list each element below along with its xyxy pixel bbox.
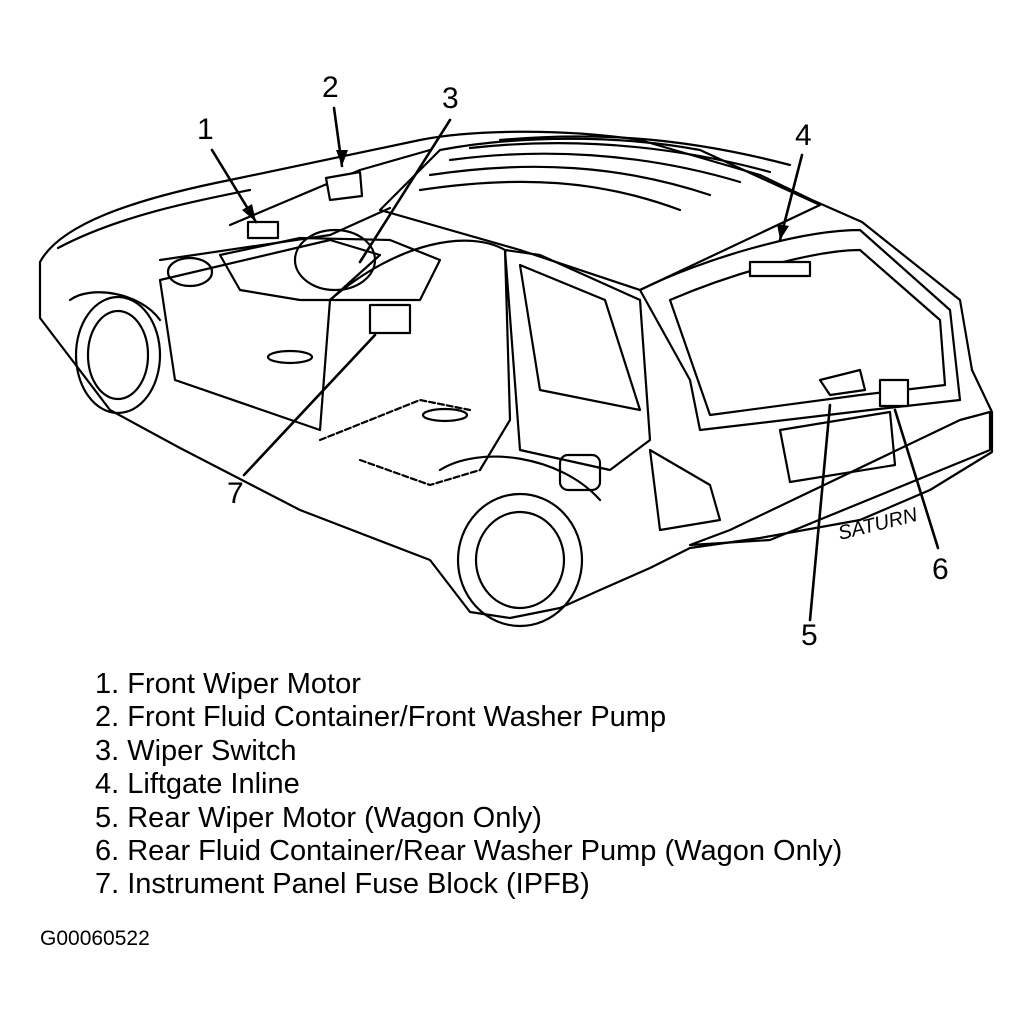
- legend-item: 3. Wiper Switch: [95, 734, 297, 767]
- callout-1: 1: [197, 113, 214, 146]
- mirror: [166, 256, 214, 288]
- callout-2: 2: [322, 71, 339, 104]
- parts-legend: 1. Front Wiper Motor 2. Front Fluid Cont…: [95, 668, 842, 902]
- rear-washer-pump: [878, 378, 910, 408]
- callout-6: 6: [932, 553, 949, 586]
- liftgate-inline-connector: [748, 260, 812, 278]
- wagon-diagram: SATURN 1 2 3 4 5 6 7: [38, 71, 994, 652]
- rear-door: [503, 248, 652, 472]
- windshield-base: [158, 206, 392, 262]
- hood-line: [56, 188, 252, 250]
- tail-lamp: [648, 448, 722, 532]
- windshield-top: [228, 148, 432, 227]
- front-wiper-motor: [246, 220, 280, 240]
- rear-bumper: [688, 410, 992, 547]
- rear-quarter-window: [518, 263, 642, 412]
- steering-wheel: [293, 228, 377, 292]
- door-handle-front: [266, 349, 314, 365]
- roof-outline: [378, 137, 822, 292]
- liftgate: [638, 228, 962, 432]
- rear-wiper-motor: [818, 368, 867, 397]
- front-wheel: [68, 291, 162, 415]
- legend-item: 7. Instrument Panel Fuse Block (IPFB): [95, 868, 590, 901]
- callout-5: 5: [801, 619, 818, 652]
- callout-4: 4: [795, 119, 812, 152]
- license-area: [778, 410, 897, 484]
- rear-window: [668, 248, 947, 417]
- legend-item: 1. Front Wiper Motor: [95, 668, 361, 700]
- leader-arrowheads: [242, 150, 789, 240]
- door-handle-rear: [421, 407, 469, 423]
- legend-item: 4. Liftgate Inline: [95, 768, 300, 801]
- front-door: [158, 238, 382, 432]
- callout-3: 3: [442, 82, 459, 115]
- car-body-outline: [38, 130, 994, 620]
- floor-harness: [318, 398, 482, 487]
- rear-wheel: [438, 455, 602, 628]
- b-pillar: [328, 239, 512, 472]
- legend-item: 6. Rear Fluid Container/Rear Washer Pump…: [95, 835, 843, 868]
- fuse-block: [368, 303, 412, 335]
- figure-id: G00060522: [40, 927, 150, 950]
- dashboard: [218, 236, 442, 302]
- legend-item: 2. Front Fluid Container/Front Washer Pu…: [95, 701, 667, 734]
- fuel-door: [558, 453, 602, 492]
- front-washer-pump: [324, 170, 364, 202]
- legend-item: 5. Rear Wiper Motor (Wagon Only): [95, 801, 542, 834]
- callout-7: 7: [227, 477, 244, 510]
- rear-badge: SATURN: [836, 504, 920, 545]
- roof-ribs: [418, 135, 792, 212]
